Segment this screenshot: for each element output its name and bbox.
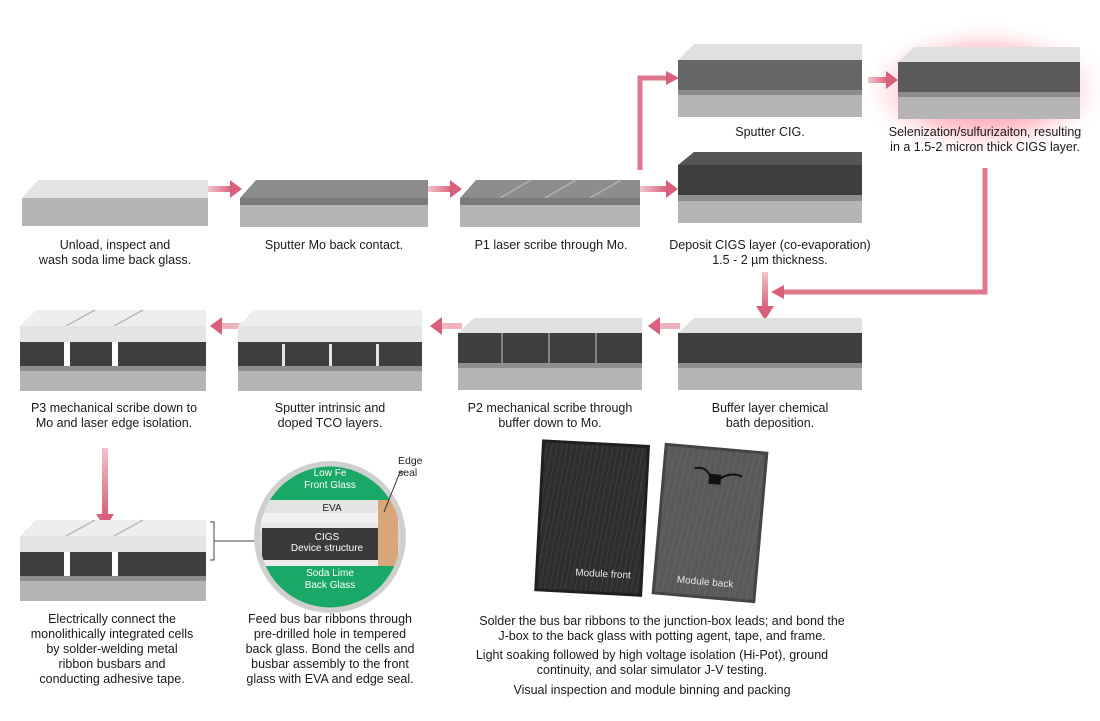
stack-step-5 (678, 44, 862, 117)
stack-step-2 (240, 180, 428, 227)
caption-step-1: Unload, inspect and wash soda lime back … (38, 238, 192, 267)
flow-arrows (96, 71, 988, 528)
arrow-s3-s4 (640, 180, 678, 198)
arrow-s4-s7 (756, 272, 774, 320)
arrow-s6-s7 (771, 168, 988, 299)
module-back (651, 442, 769, 604)
label-front-glass: Low Fe Front Glass (304, 468, 356, 491)
final-step-testing: Light soaking followed by high voltage i… (475, 648, 829, 677)
stack-step-9 (238, 310, 422, 391)
stack-step-10 (20, 309, 206, 391)
label-back-glass: Soda Lime Back Glass (304, 568, 356, 591)
junction-box (708, 473, 722, 485)
arrow-s9-s10 (210, 317, 242, 335)
caption-step-8: P2 mechanical scribe through buffer down… (467, 401, 633, 430)
arrow-s10-s11 (96, 448, 114, 528)
label-cigs-device: CIGS Device structure (290, 532, 364, 554)
encapsulation-cross-section (254, 461, 406, 613)
stack-step-6 (898, 47, 1080, 119)
caption-step-5: Sputter CIG. (735, 125, 805, 139)
caption-step-11: Electrically connect the monolithically … (30, 612, 194, 686)
stack-step-4 (678, 152, 862, 223)
label-edge-seal: Edge seal (398, 455, 423, 479)
arrow-s1-s2 (208, 180, 242, 198)
module-photos (534, 439, 769, 604)
arrow-s8-s9 (430, 317, 462, 335)
arrow-s7-s8 (648, 317, 680, 335)
arrow-s5-s6 (868, 71, 898, 89)
caption-step-12: Feed bus bar ribbons through pre-drilled… (245, 612, 415, 686)
final-step-solder: Solder the bus bar ribbons to the juncti… (479, 614, 845, 643)
caption-step-2: Sputter Mo back contact. (264, 238, 404, 252)
caption-step-7: Buffer layer chemical bath deposition. (711, 401, 829, 430)
arrow-s3-s5 (637, 71, 679, 170)
caption-step-6: Selenization/sulfurizaiton, resulting in… (888, 125, 1082, 154)
stack-step-11 (20, 519, 262, 601)
caption-step-4: Deposit CIGS layer (co-evaporation) 1.5 … (669, 238, 871, 267)
caption-step-10: P3 mechanical scribe down to Mo and lase… (30, 401, 198, 430)
caption-step-9: Sputter intrinsic and doped TCO layers. (274, 401, 386, 430)
stack-step-3 (460, 179, 640, 227)
module-front (534, 439, 651, 597)
caption-step-3: P1 laser scribe through Mo. (474, 238, 628, 252)
stack-step-8 (458, 318, 642, 390)
stack-step-1 (22, 180, 208, 226)
final-step-inspection: Visual inspection and module binning and… (513, 683, 791, 697)
stack-step-7 (678, 318, 862, 390)
arrow-s2-s3 (428, 180, 462, 198)
label-eva: EVA (322, 503, 342, 514)
